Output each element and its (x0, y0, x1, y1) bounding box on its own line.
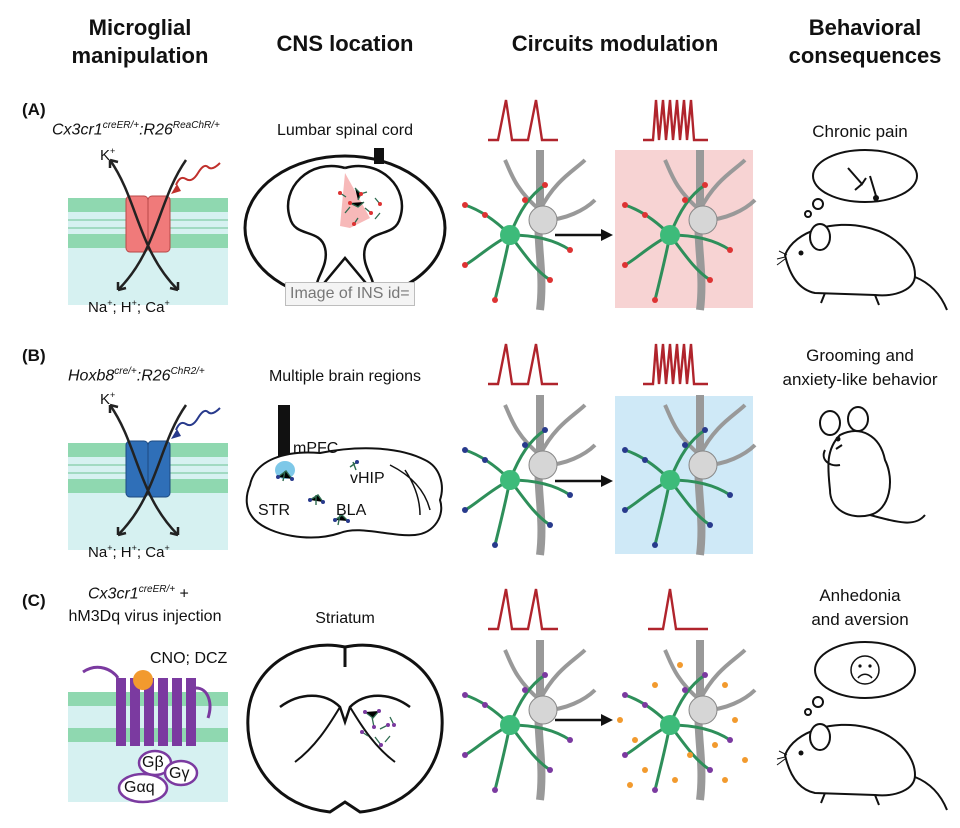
genotype-a-main: Cx3cr1 (52, 121, 103, 139)
ion-a-k: K (100, 147, 111, 164)
header-circuits-modulation: Circuits modulation (511, 31, 719, 56)
genotype-a-sup1: creER/+ (102, 120, 140, 131)
genotype-b-main: Hoxb8 (68, 367, 115, 385)
row-c-behavior-line1: Anhedonia (819, 586, 901, 605)
row-c-genotype-line2: hM3Dq virus injection (68, 608, 222, 625)
genotype-c-sup1: creER/+ (138, 584, 176, 595)
row-a-genotype: Cx3cr1creER/+:R26ReaChR/+ (52, 120, 220, 139)
row-a-ion-bottom: Na+; H+; Ca+ (88, 298, 170, 316)
header-microglial-line1: Microglial (88, 15, 192, 40)
spinal-cord-icon (243, 148, 447, 302)
ion-b-ca: Ca (145, 544, 165, 561)
region-vhip: vHIP (350, 470, 385, 487)
row-a-label: (A) (22, 100, 46, 119)
row-b-ion-bottom: Na+; H+; Ca+ (88, 543, 170, 561)
ion-a-h: H (120, 299, 132, 316)
row-b-behavior: Grooming and anxiety-like behavior (765, 344, 955, 392)
region-str: STR (258, 502, 290, 519)
ion-channel-icon (68, 403, 228, 550)
header-cns-location: CNS location (276, 31, 414, 56)
genotype-b-sup1: cre/+ (114, 366, 137, 377)
genotype-c-tail: + (175, 585, 189, 603)
row-b-ion-top: K+ (100, 390, 116, 408)
row-a-behavior: Chronic pain (812, 122, 908, 141)
mouse-grooming-icon (819, 406, 926, 524)
row-b-genotype: Hoxb8cre/+:R26ChR2/+ (68, 366, 205, 385)
header-behavioral-consequences: Behavioral consequences (770, 14, 960, 70)
header-microglial-line2: manipulation (71, 43, 209, 68)
row-b-behavior-line1: Grooming and (806, 346, 914, 365)
genotype-b-sup2: ChR2/+ (170, 366, 205, 377)
header-behavioral-line1: Behavioral (808, 15, 922, 40)
thought-bubble-icon (804, 641, 916, 716)
region-mpfc: mPFC (293, 440, 339, 457)
header-microglial-manipulation: Microglial manipulation (45, 14, 235, 70)
ion-channel-icon (68, 158, 228, 305)
row-a-watermark: Image of INS id= (285, 282, 415, 306)
g-gamma-label: Gγ (169, 765, 190, 782)
genotype-a-mid: :R26 (139, 121, 173, 139)
arrow-right-icon (555, 229, 613, 241)
ion-a-ca: Ca (145, 299, 165, 316)
genotype-b-mid: :R26 (136, 367, 171, 385)
light-wave-icon (171, 162, 221, 194)
row-b-location: Multiple brain regions (268, 368, 422, 385)
row-c-genotype: Cx3cr1creER/+ + (88, 584, 189, 603)
spike-train-icon (488, 343, 708, 386)
header-behavioral-line2: consequences (788, 43, 942, 68)
brain-sagittal-icon (245, 405, 443, 539)
spike-train-icon (488, 99, 708, 142)
neuron-microglia-icon (462, 395, 597, 556)
arrow-right-icon (555, 475, 613, 487)
row-a-ion-top: K+ (100, 146, 116, 164)
row-c-ligand: CNO; DCZ (150, 650, 228, 667)
ion-b-h: H (120, 544, 132, 561)
g-alpha-q-label: Gαq (124, 779, 155, 796)
genotype-a-sup2: ReaChR/+ (172, 120, 220, 131)
light-wave-icon (171, 407, 221, 439)
mouse-icon (776, 223, 948, 311)
mouse-icon (776, 723, 948, 811)
ion-a-na: Na (88, 299, 108, 316)
row-c-label: (C) (22, 591, 46, 610)
row-b-label: (B) (22, 346, 46, 365)
arrow-right-icon (555, 714, 613, 726)
row-c-location: Striatum (315, 610, 375, 627)
ion-b-na: Na (88, 544, 108, 561)
ion-b-k: K (100, 391, 111, 408)
neuron-microglia-icon (622, 150, 757, 311)
region-bla: BLA (336, 502, 367, 519)
neuron-microglia-icon (622, 395, 757, 556)
row-c-behavior: Anhedonia and aversion (780, 584, 940, 632)
spike-train-icon (488, 588, 708, 631)
row-a-modulated-panel (615, 150, 753, 308)
gpcr-icon (68, 665, 228, 804)
thought-bubble-icon (804, 149, 918, 218)
row-b-modulated-panel (615, 396, 753, 554)
neuron-microglia-icon (462, 150, 597, 311)
neuron-microglia-icon (617, 640, 757, 801)
row-c-behavior-line2: and aversion (811, 610, 909, 629)
genotype-c-main: Cx3cr1 (88, 585, 139, 603)
brain-coronal-icon (246, 643, 444, 814)
row-a-location: Lumbar spinal cord (276, 122, 414, 139)
g-beta-label: Gβ (142, 754, 164, 771)
neuron-microglia-icon (462, 640, 597, 801)
row-b-behavior-line2: anxiety-like behavior (782, 370, 938, 389)
